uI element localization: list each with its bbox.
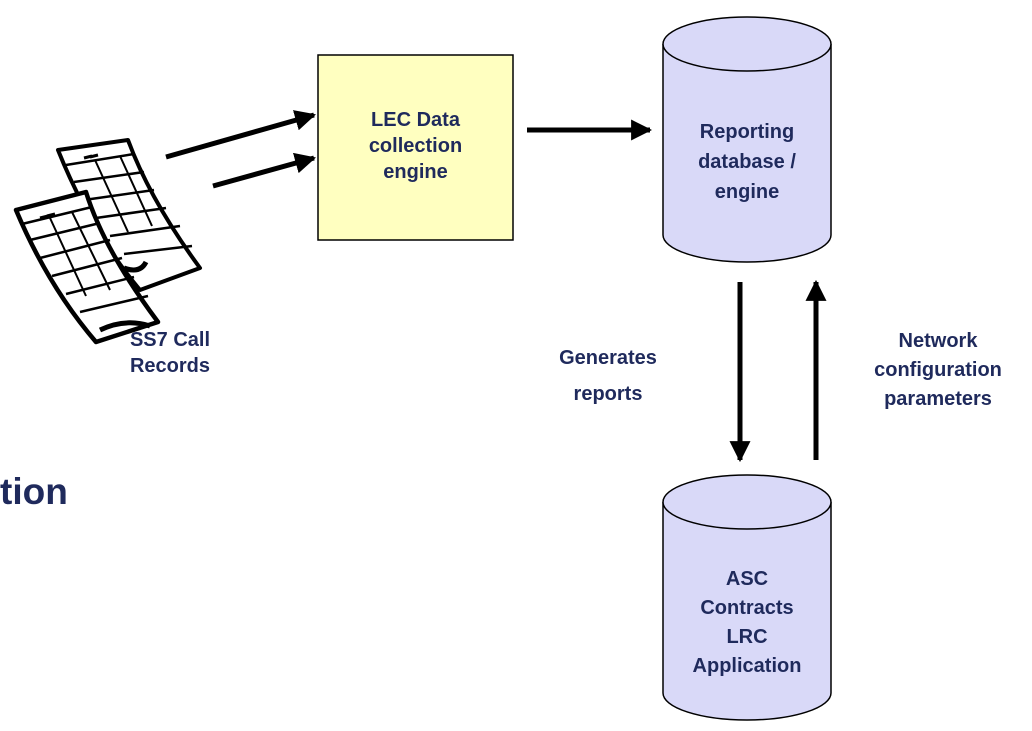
call-records-line-1: SS7 Call	[129, 329, 211, 351]
network-config-label: Network configuration parameters	[848, 327, 1028, 414]
partial-title: tion	[0, 471, 68, 512]
reporting-db-cylinder	[662, 16, 832, 263]
network-config-line-2: configuration	[874, 359, 1002, 381]
collection-engine-line-1: LEC Data	[371, 109, 460, 131]
reporting-db-line-2: database /	[698, 151, 796, 173]
asc-app-cylinder	[662, 474, 832, 721]
generates-reports-label: Generates reports	[548, 340, 668, 412]
asc-app-line-2: Contracts	[700, 597, 794, 619]
collection-engine-line-3: engine	[383, 161, 448, 183]
records-arrow-upper	[165, 110, 317, 160]
call-records-label: SS7 Call Records	[100, 327, 240, 379]
generates-reports-line-1: Generates	[559, 347, 657, 369]
reporting-db-label: Reporting database / engine	[663, 117, 831, 207]
reporting-db-line-3: engine	[714, 181, 780, 203]
asc-app-line-1: ASC	[725, 568, 769, 590]
asc-app-line-4: Application	[692, 655, 802, 677]
network-config-line-3: parameters	[884, 388, 992, 410]
asc-app-line-3: LRC	[726, 626, 768, 648]
asc-app-label: ASC Contracts LRC Application	[663, 565, 831, 681]
collection-engine-box	[317, 54, 514, 241]
call-records-line-2: Records	[129, 355, 211, 377]
collection-engine-line-2: collection	[368, 135, 463, 157]
records-arrow-lower	[212, 152, 317, 189]
network-config-line-1: Network	[898, 330, 978, 352]
collection-engine-label: LEC Data collection engine	[318, 107, 513, 185]
generates-reports-line-2: reports	[573, 383, 643, 405]
reporting-db-line-1: Reporting	[699, 121, 795, 143]
paper-documents-icon	[13, 138, 202, 345]
